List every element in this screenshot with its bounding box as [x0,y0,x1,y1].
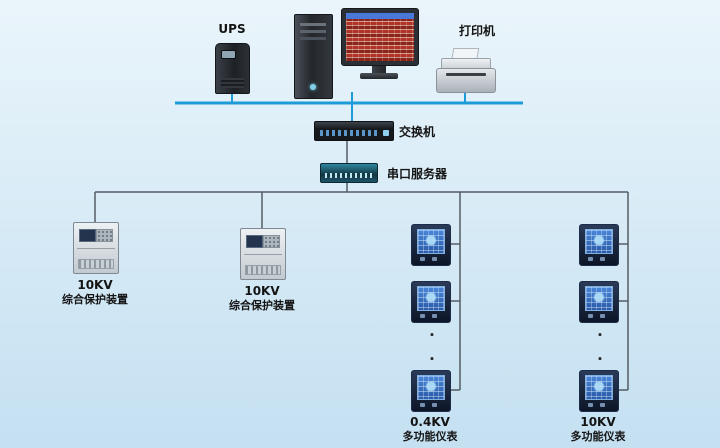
meter-screen [417,286,445,311]
relay-divider [244,254,282,255]
relay-lcd [79,229,96,242]
serial-server-device [320,163,378,183]
printer-body [436,68,496,93]
multifunction-meter [579,281,619,323]
protection-2-kv: 10KV [244,284,280,298]
multifunction-meter [411,281,451,323]
meter-screen [585,229,613,254]
printer-label: 打印机 [458,24,495,38]
meter-column-2-kv: 10KV [580,415,616,429]
protection-1-kv: 10KV [77,278,113,292]
monitor [341,8,419,66]
serial-server-label: 串口服务器 [387,167,448,181]
protection-2-label: 10KV 综合保护装置 [212,284,312,313]
multifunction-meter [579,370,619,412]
protection-device-2 [240,228,286,280]
protection-2-name: 综合保护装置 [229,298,295,312]
monitor-screen [346,13,414,61]
monitor-stand-base [360,73,398,79]
relay-keypad [96,229,113,242]
meter-column-1-label: 0.4KV 多功能仪表 [382,415,478,444]
ethernet-switch-device [314,121,394,141]
meter-screen [585,375,613,400]
computer-tower [294,14,333,99]
multifunction-meter [411,370,451,412]
relay-lcd [246,235,263,248]
monitor-stand-neck [372,66,386,74]
protection-device-1 [73,222,119,274]
meter-column-1-name: 多功能仪表 [402,429,458,443]
meter-screen [417,375,445,400]
protection-1-label: 10KV 综合保护装置 [45,278,145,307]
relay-keypad [263,235,280,248]
relay-terminals [245,265,281,275]
ups-label: UPS [218,22,246,36]
ups-device [215,43,250,94]
relay-terminals [78,259,114,269]
relay-divider [77,248,115,249]
multifunction-meter [411,224,451,266]
multifunction-meter [579,224,619,266]
meter-column-2-name: 多功能仪表 [570,429,626,443]
meter-screen [417,229,445,254]
protection-1-name: 综合保护装置 [62,292,128,306]
meter-screen [585,286,613,311]
switch-label: 交换机 [399,125,436,139]
meter-column-1-kv: 0.4KV [410,415,450,429]
printer-device [436,48,496,93]
meter-column-2-label: 10KV 多功能仪表 [550,415,646,444]
